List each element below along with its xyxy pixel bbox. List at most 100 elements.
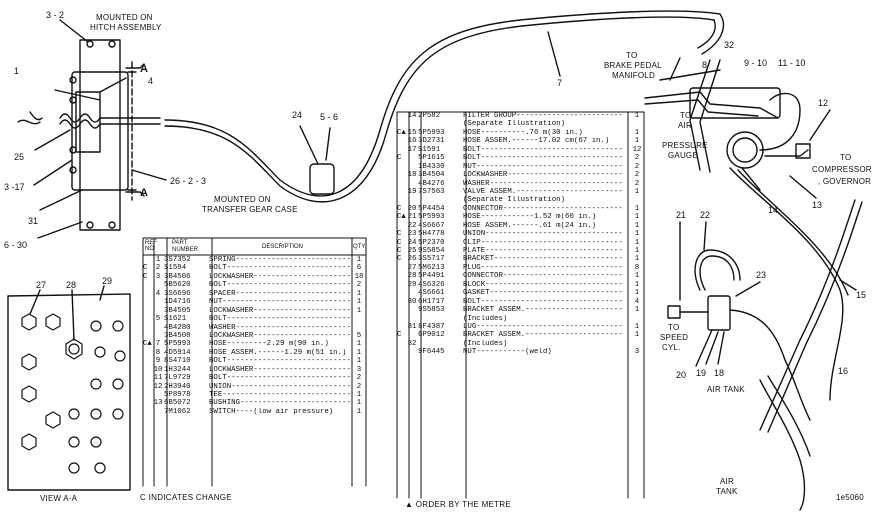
cell-c: C: [143, 272, 148, 281]
cell-ref: [406, 154, 418, 162]
cell-c: [143, 324, 152, 332]
table-row: (Includes): [397, 315, 644, 323]
cell-ref: [152, 324, 164, 332]
gauge-manifold-assembly: [644, 57, 863, 433]
caption-brake-2: BRAKE PEDAL: [604, 61, 662, 70]
caption-gauge-2: AIR: [678, 121, 692, 130]
cell-part: 1H3244: [164, 365, 191, 374]
cell-ref: 30: [407, 297, 417, 306]
cell-ref: 21: [407, 213, 417, 222]
caption-mounted-hitch-2: HITCH ASSEMBLY: [90, 23, 162, 32]
callout-20: 20: [676, 370, 686, 380]
callout-27: 27: [36, 280, 46, 290]
cell-part: 5M6213: [418, 263, 445, 272]
cell-c: C: [397, 331, 402, 340]
valve-assembly: [667, 221, 811, 511]
caption-air-tank-2b: TANK: [716, 487, 738, 496]
cell-desc: PLATE-------------------------------: [463, 247, 623, 255]
cell-c: [397, 163, 406, 171]
cell-qty: 1: [634, 280, 640, 289]
cell-ref: [152, 408, 164, 416]
caption-gauge-1: TO: [680, 111, 691, 120]
cell-part: 3B4504: [418, 171, 445, 180]
cell-c: C▲: [397, 128, 406, 137]
cell-desc: BOLT--------------------------------: [463, 297, 623, 306]
cell-ref: 26: [407, 255, 417, 264]
cell-qty: [630, 120, 644, 128]
table-left-header-desc: DESCRIPTION: [262, 244, 304, 250]
caption-labels: MOUNTED ON HITCH ASSEMBLY MOUNTED ON TRA…: [40, 13, 872, 503]
callout-32: 32: [724, 40, 734, 50]
callout-13: 13: [812, 200, 822, 210]
cell-c: C: [397, 154, 402, 163]
callout-29: 29: [102, 276, 112, 286]
cell-qty: 1: [356, 298, 362, 307]
cell-desc: (Separate Illustration): [463, 196, 566, 205]
cell-ref: 17: [407, 145, 417, 154]
callout-11-10: 11 - 10: [778, 58, 805, 68]
caption-speed-1: TO: [668, 323, 679, 332]
cell-c: [397, 196, 406, 204]
cell-part: 8S4710: [164, 357, 191, 366]
table-left-header-qty: QTY: [353, 244, 366, 250]
cell-part: 1B4330: [418, 162, 445, 171]
hose-7-route: [164, 10, 725, 203]
cell-c: [397, 146, 406, 154]
caption-compressor-3: , GOVERNOR: [818, 177, 871, 186]
cell-qty: 1: [356, 399, 362, 408]
cell-desc: BRACKET ASSEM.----------------------: [463, 306, 623, 315]
cell-ref: 1: [155, 256, 161, 264]
callout-26-2-3: 26 - 2 - 3: [170, 176, 206, 186]
cell-desc: BRACKET-----------------------------: [463, 255, 623, 264]
callout-3-17: 3 -17: [4, 182, 25, 192]
cell-qty: 3: [356, 365, 362, 374]
cell-qty: 5: [356, 331, 362, 340]
cell-desc: (Includes): [463, 314, 508, 323]
cell-part: 9S5854: [418, 247, 445, 255]
callout-25: 25: [14, 152, 24, 162]
cell-ref: [406, 289, 418, 297]
section-mark-a-bottom: A: [140, 187, 148, 199]
cell-part: [418, 340, 463, 348]
cell-desc: LOCKWASHER-----------------------: [209, 331, 352, 340]
cell-part: 3B4506: [164, 272, 191, 281]
footnote-change: C INDICATES CHANGE: [140, 493, 232, 502]
cell-c: [143, 366, 152, 374]
cell-desc: HOSE ASSEM.------1.29 m(51 in.): [209, 348, 347, 357]
cell-c: C: [397, 238, 402, 247]
cell-qty: 18: [354, 272, 364, 281]
cell-part: 4B4280: [164, 323, 191, 332]
cell-qty: 4: [634, 297, 640, 306]
cell-qty: 1: [634, 306, 640, 315]
cell-qty: 1: [356, 357, 362, 366]
cell-qty: [352, 315, 366, 323]
cell-desc: LOCKWASHER--------------------------: [463, 171, 623, 180]
cell-qty: 2: [634, 154, 640, 163]
cell-desc: BOLT--------------------------------: [463, 145, 623, 154]
cell-c: C: [143, 264, 148, 273]
cell-part: 3S6696: [164, 289, 191, 298]
footnote-metre: ▲ ORDER BY THE METRE: [405, 500, 512, 509]
cell-desc: TEE------------------------------: [209, 391, 352, 399]
cell-c: C: [397, 247, 402, 255]
cell-part: [418, 120, 463, 128]
cell-desc: NUT------------------------------: [209, 298, 352, 307]
cell-ref: 28: [407, 272, 417, 281]
cell-part: 3B4508: [164, 331, 191, 340]
